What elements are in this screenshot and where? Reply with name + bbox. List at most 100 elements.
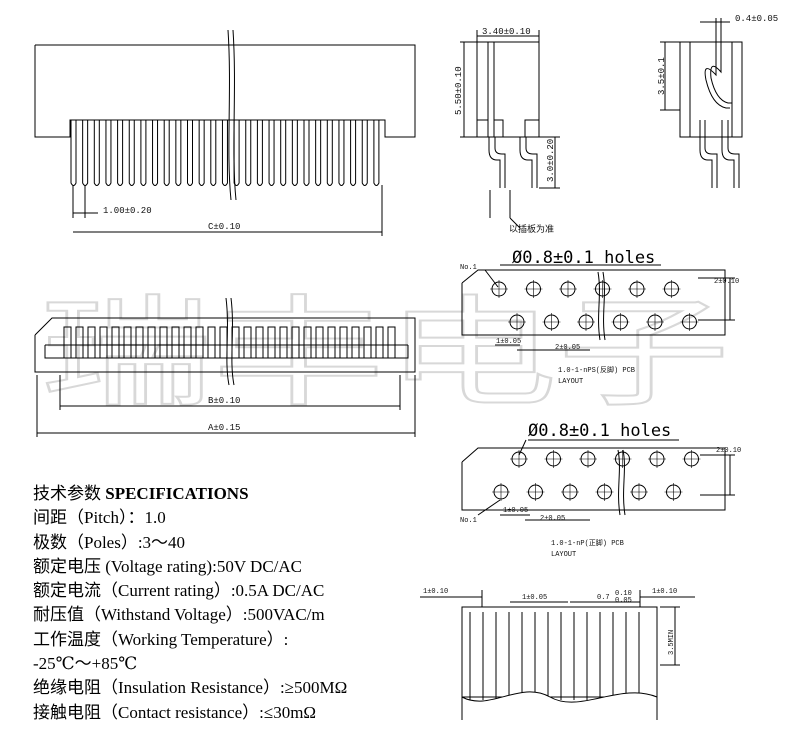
front-pin (210, 120, 217, 186)
b-dimension: B±0.10 (208, 396, 240, 406)
front-pin (82, 120, 89, 186)
bottom-view-slots (63, 326, 396, 359)
front-pin (245, 120, 252, 186)
front-pin (373, 120, 380, 186)
contact-detail-slots (469, 612, 640, 700)
bottom-slot (75, 326, 84, 359)
spec-temperature-range: -25℃～+85℃ (33, 654, 138, 674)
section-top-dimension: 0.4±0.05 (735, 14, 778, 24)
bottom-slot (315, 326, 324, 359)
spec-contact-resistance: 接触电阻（Contact resistance）:≤30mΩ (33, 702, 317, 722)
bottom-slot (303, 326, 312, 359)
side-height-dimension: 5.50±0.10 (454, 66, 464, 115)
front-pin (268, 120, 275, 186)
front-pin (105, 120, 112, 186)
c-dimension: C±0.10 (208, 222, 240, 232)
pin-length-dimension: 3.0±0.20 (546, 139, 556, 182)
spec-insulation-resistance: 绝缘电阻（Insulation Resistance）:≥500MΩ (33, 678, 348, 698)
bottom-slot (375, 326, 384, 359)
front-view (34, 29, 416, 236)
pcb1-row-dimension: 2±0.05 (555, 344, 580, 352)
bottom-slot (171, 326, 180, 359)
front-pin (315, 120, 322, 186)
specifications-title-cn: 技术参数 (33, 484, 101, 503)
front-pin (152, 120, 159, 186)
front-pin (221, 120, 228, 186)
pcb-layout-1-holes (490, 280, 699, 331)
front-pin (70, 120, 77, 186)
pcb2-pitch-dimension: 1±0.05 (503, 507, 528, 515)
bottom-view (34, 297, 416, 437)
front-pin (303, 120, 310, 186)
contact-mid-dimension: 1±0.05 (522, 594, 547, 602)
bottom-slot (387, 326, 396, 359)
pcb1-caption-layout: LAYOUT (558, 378, 583, 386)
contact-detail (420, 590, 695, 720)
bottom-slot (291, 326, 300, 359)
front-pin (291, 120, 298, 186)
bottom-slot (267, 326, 276, 359)
contact-tol-up: 0.10 (615, 590, 632, 598)
spec-working-temperature: 工作温度（Working Temperature）: (33, 629, 289, 649)
bottom-slot (207, 326, 216, 359)
spec-withstand-voltage: 耐压值（Withstand Voltage）:500VAC/m (33, 605, 325, 625)
specifications-title-en: SPECIFICATIONS (105, 484, 249, 503)
side-note: 以插板为准 (509, 223, 554, 235)
contact-left-dimension: 1±0.10 (423, 588, 448, 596)
bottom-slot (123, 326, 132, 359)
spec-current-rating: 额定电流（Current rating）:0.5A DC/AC (33, 581, 325, 601)
pcb2-caption-layout: LAYOUT (551, 551, 576, 559)
spec-voltage-rating: 额定电压 (Voltage rating):50V DC/AC (33, 556, 302, 576)
pcb2-row-dimension: 2±0.05 (540, 515, 565, 523)
contact-tol-down: 0.05 (615, 597, 632, 605)
bottom-slot (243, 326, 252, 359)
contact-mid2-dimension: 0.7 (597, 594, 610, 602)
side-width-dimension: 3.40±0.10 (482, 27, 531, 37)
spec-pitch: 间距（Pitch）：1.0 (33, 508, 166, 528)
pcb1-caption: 1.0-1-nPS(反脚) PCB (558, 365, 635, 375)
pcb-layout-2-holes (492, 450, 701, 501)
front-pin (128, 120, 135, 186)
bottom-slot (363, 326, 372, 359)
bottom-slot (279, 326, 288, 359)
spec-poles: 极数（Poles）:3～40 (33, 532, 186, 552)
a-dimension: A±0.15 (208, 423, 240, 433)
bottom-slot (183, 326, 192, 359)
specifications-block: 技术参数 SPECIFICATIONS 间距（Pitch）：1.0 极数（Pol… (33, 482, 453, 725)
pcb1-holes-label: Ø0.8±0.1 holes (512, 248, 655, 268)
bottom-slot (159, 326, 168, 359)
contact-height-dimension: 3.5MIN (668, 630, 676, 655)
bottom-slot (63, 326, 72, 359)
front-pin (338, 120, 345, 186)
front-pin (198, 120, 205, 186)
front-pin (361, 120, 368, 186)
bottom-slot (255, 326, 264, 359)
pcb-layout-2 (461, 439, 735, 521)
pcb1-right-dimension: 2±0.10 (714, 278, 739, 286)
pitch-dimension: 1.00±0.20 (103, 206, 152, 216)
front-pin (163, 120, 170, 186)
bottom-slot (111, 326, 120, 359)
pcb2-no1-label: No.1 (460, 517, 477, 525)
section-view (660, 18, 743, 188)
front-pin (350, 120, 357, 186)
watermark: 瑞丰电子 (40, 285, 730, 424)
bottom-slot (87, 326, 96, 359)
bottom-slot (147, 326, 156, 359)
front-pin (326, 120, 333, 186)
bottom-slot (327, 326, 336, 359)
bottom-slot (339, 326, 348, 359)
front-pin (187, 120, 193, 186)
bottom-slot (195, 326, 204, 359)
bottom-slot (99, 326, 108, 359)
front-view-pins (70, 120, 380, 186)
front-pin (233, 120, 240, 186)
front-pin (140, 120, 147, 186)
specifications-title: 技术参数 SPECIFICATIONS (33, 482, 453, 506)
bottom-slot (135, 326, 144, 359)
front-pin (117, 120, 124, 186)
pcb1-no1-label: No.1 (460, 264, 477, 272)
front-pin (280, 120, 287, 186)
pcb2-right-dimension: 2±0.10 (716, 447, 741, 455)
